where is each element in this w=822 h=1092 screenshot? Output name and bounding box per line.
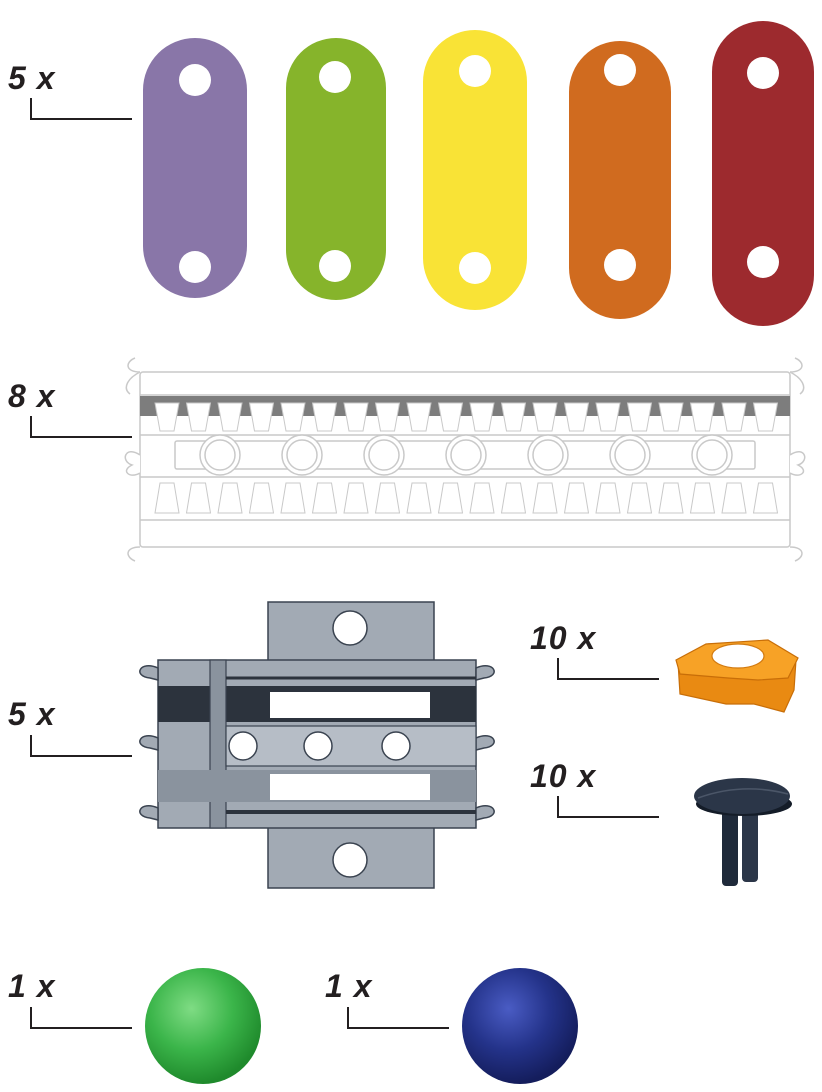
- rail-tooth: [154, 402, 180, 432]
- rail-tooth: [248, 402, 275, 432]
- rail-circle-inner: [368, 439, 400, 471]
- rail-tooth: [406, 402, 432, 432]
- rail-tooth: [280, 402, 306, 432]
- rail-tooth: [469, 482, 495, 514]
- rail-tooth: [626, 482, 653, 514]
- orange-stopper: [668, 632, 808, 717]
- rail-tooth: [563, 482, 590, 514]
- rail-tooth: [374, 482, 401, 514]
- long-rail-track-icon: [124, 357, 806, 562]
- green-ball-icon: [145, 968, 261, 1084]
- rail-tooth: [689, 482, 716, 514]
- rail-tooth: [469, 402, 495, 432]
- green-ball-leader-line: [30, 1007, 132, 1029]
- rail-tooth: [532, 402, 558, 432]
- rail-tooth: [437, 482, 464, 514]
- green-ball: [143, 966, 263, 1086]
- rail-circle-inner: [614, 439, 646, 471]
- rail-crossing-piece: [130, 598, 500, 894]
- rail-tooth: [595, 482, 621, 514]
- bars-quantity-label: 5 x: [8, 60, 56, 96]
- bar-purple: [143, 38, 247, 298]
- pin-leader-line: [557, 796, 659, 818]
- blue-ball-quantity-label: 1 x: [325, 968, 373, 1004]
- rail-tooth: [721, 482, 747, 514]
- rail-tooth: [217, 402, 243, 432]
- rail-tooth: [595, 402, 621, 432]
- rail-circle-inner: [696, 439, 728, 471]
- rail-tooth: [752, 482, 779, 514]
- stopper-leader-line: [557, 658, 659, 680]
- rail-tooth: [658, 482, 684, 514]
- dark-pin: [690, 770, 800, 890]
- rail-circle-inner: [204, 439, 236, 471]
- rail-tooth: [311, 482, 338, 514]
- rail-crossing-piece-icon: [139, 601, 495, 889]
- rail-tooth: [311, 402, 338, 432]
- rail-tooth: [500, 482, 527, 514]
- rail-circle-inner: [286, 439, 318, 471]
- bar-red: [712, 21, 814, 326]
- rail-tooth: [280, 482, 306, 514]
- stopper-quantity-label: 10 x: [530, 620, 597, 656]
- blue-ball: [460, 966, 580, 1086]
- rail-quantity-label: 8 x: [8, 378, 56, 414]
- crossing-quantity-label: 5 x: [8, 696, 56, 732]
- rail-tooth: [343, 482, 369, 514]
- rail-tooth: [343, 402, 369, 432]
- bars-leader-line: [30, 98, 132, 120]
- rail-tooth: [658, 402, 684, 432]
- rail-circle-inner: [532, 439, 564, 471]
- bar-orange: [569, 41, 671, 319]
- pin-quantity-label: 10 x: [530, 758, 597, 794]
- xylophone-bars: [140, 10, 820, 330]
- rail-tooth: [406, 482, 432, 514]
- rail-tooth: [217, 482, 243, 514]
- rail-tooth: [721, 402, 747, 432]
- crossing-leader-line: [30, 735, 132, 757]
- rail-leader-line: [30, 416, 132, 438]
- rail-tooth: [185, 402, 212, 432]
- dark-split-pin-icon: [694, 778, 792, 886]
- rail-tooth: [437, 402, 464, 432]
- rail-tooth: [248, 482, 275, 514]
- blue-ball-leader-line: [347, 1007, 449, 1029]
- rail-tooth: [626, 402, 653, 432]
- rail-tooth: [563, 402, 590, 432]
- long-rail-track: [115, 355, 815, 562]
- bar-green: [286, 38, 386, 300]
- rail-tooth: [374, 402, 401, 432]
- rail-tooth: [154, 482, 180, 514]
- bar-yellow: [423, 30, 527, 310]
- xylophone-bar-icon: [143, 21, 814, 326]
- orange-ring-stopper-icon: [675, 639, 799, 713]
- green-ball-quantity-label: 1 x: [8, 968, 56, 1004]
- rail-circle-inner: [450, 439, 482, 471]
- rail-tooth: [500, 402, 527, 432]
- blue-ball-icon: [462, 968, 578, 1084]
- rail-tooth: [752, 402, 779, 432]
- rail-tooth: [532, 482, 558, 514]
- rail-tooth: [689, 402, 716, 432]
- rail-tooth: [185, 482, 212, 514]
